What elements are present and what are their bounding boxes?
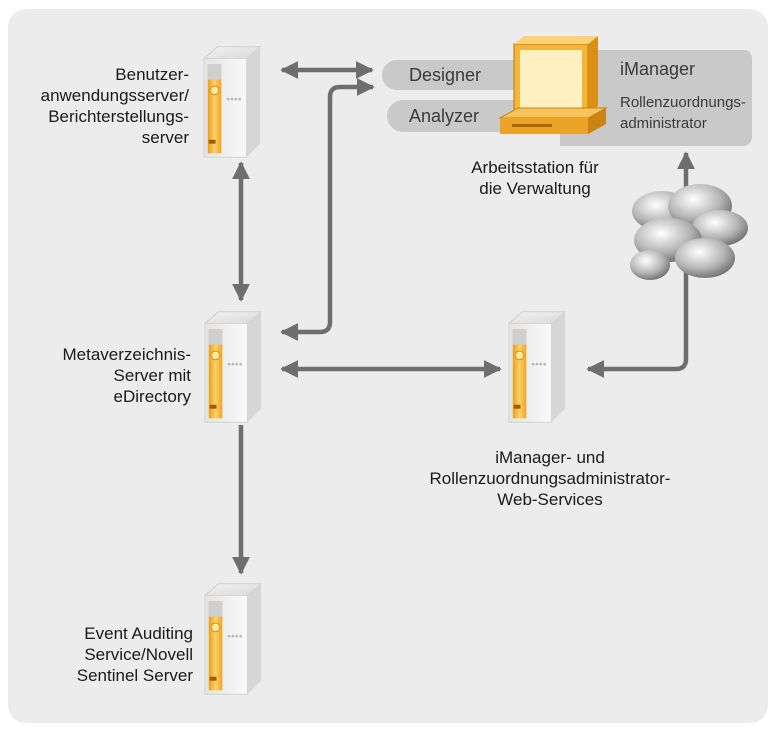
web-services-label: iManager- und Rollenzuordnungsadministra…	[429, 448, 671, 509]
workstation-tools	[382, 50, 752, 146]
cloud-icon	[630, 184, 748, 280]
designer-pill	[382, 60, 532, 90]
rbpm-label-line2: administrator	[620, 115, 707, 132]
imanager-label: iManager	[620, 59, 696, 79]
analyzer-pill	[387, 100, 537, 132]
analyzer-label: Analyzer	[409, 106, 480, 126]
web-services-server-icon	[508, 311, 566, 423]
user-app-server-label: Benutzer- anwendungsserver/ Berichterste…	[40, 65, 189, 147]
metadirectory-label: Metaverzeichnis- Server mit eDirectory	[62, 345, 192, 406]
metadirectory-server-icon	[204, 311, 262, 423]
workstation-label: Arbeitsstation für die Verwaltung	[471, 158, 599, 198]
arrow-webservices-workstation	[586, 151, 695, 378]
designer-label: Designer	[409, 65, 482, 85]
user-app-server-icon	[203, 46, 261, 158]
connectors	[232, 61, 695, 575]
rbpm-label-line1: Rollenzuordnungs-	[620, 94, 746, 111]
event-auditing-server-icon	[204, 583, 262, 695]
imanager-panel	[560, 50, 752, 146]
event-auditing-label: Event Auditing Service/Novell Sentinel S…	[76, 624, 193, 685]
arrow-metadirectory-analyzer	[280, 78, 375, 341]
computer-monitor-icon	[498, 36, 608, 134]
